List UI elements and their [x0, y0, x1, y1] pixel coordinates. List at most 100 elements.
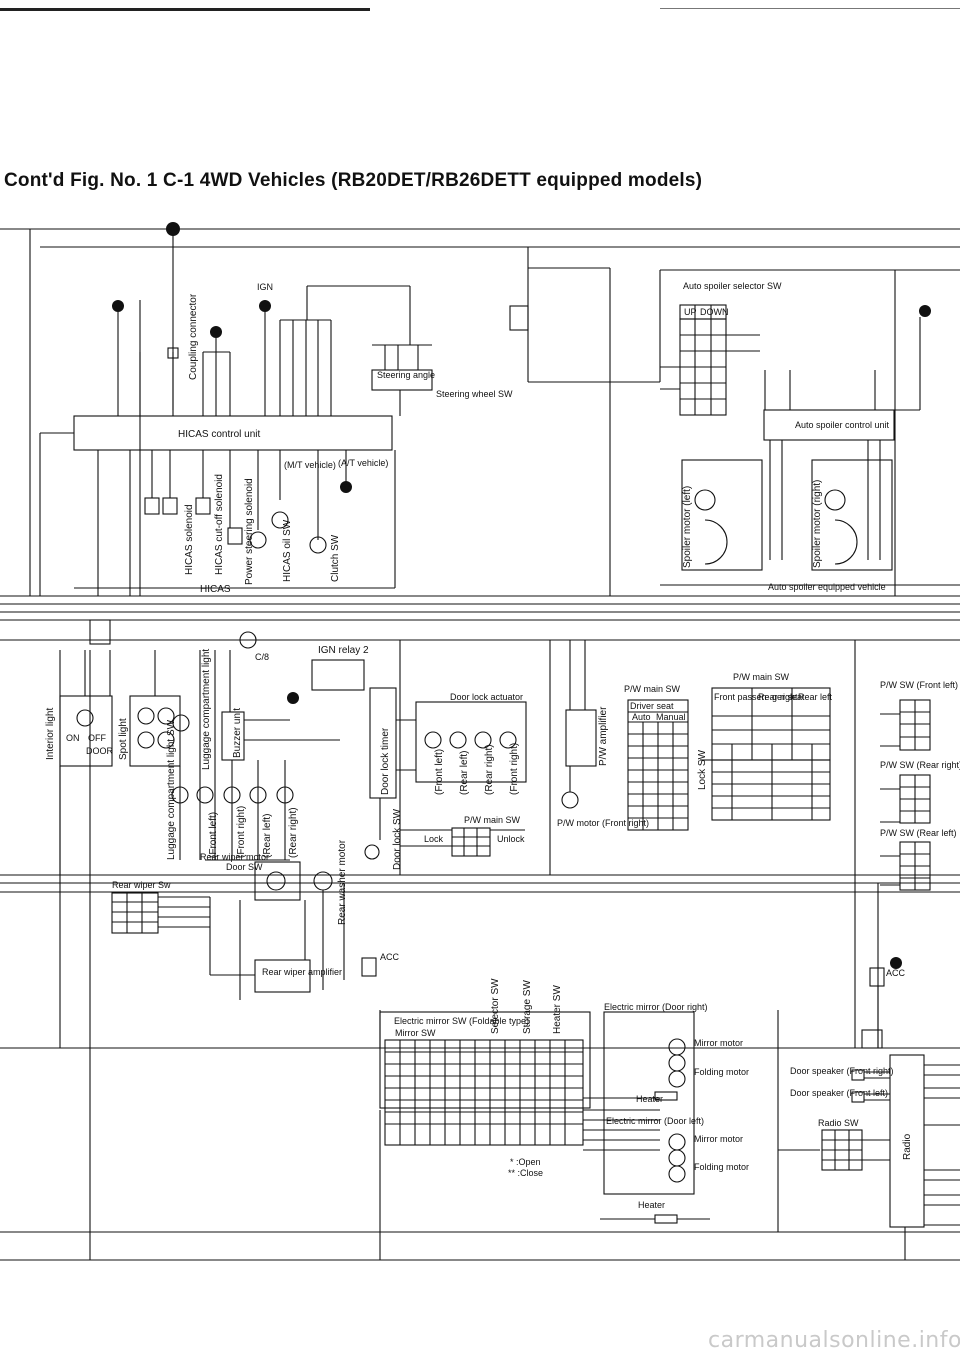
clutch-sw-symbol: [309, 536, 327, 554]
top-rule-right: [660, 8, 960, 9]
hicas-label: HICAS: [200, 584, 231, 595]
ign-relay-connector: [89, 619, 111, 645]
rear-wiper-amplifier-label: Rear wiper amplifier: [262, 967, 342, 977]
hicas-solenoid-label: HICAS solenoid: [184, 504, 195, 575]
spoiler-down-label: DOWN: [700, 307, 729, 317]
door-speaker-front-left-symbol: [851, 1091, 865, 1103]
actuator-rear-right-label: (Rear right): [484, 744, 495, 795]
steering-wheel-sw-label: Steering wheel SW: [436, 389, 513, 399]
acc-relay-connector: [361, 957, 377, 977]
power-steering-solenoid-label: Power steering solenoid: [244, 478, 255, 585]
selector-sw-label: Selector SW: [490, 978, 501, 1034]
driver-seat-label: Driver seat: [630, 701, 674, 711]
close-legend: ** :Close: [508, 1168, 543, 1178]
ign-relay-small: [509, 305, 529, 331]
steering-angle-box: [371, 369, 433, 391]
actuator-front-left: [424, 731, 442, 749]
manual-label: Manual: [656, 712, 686, 722]
connector-57-label: 57: [341, 482, 351, 492]
electric-mirror-sw-frame: [379, 1011, 591, 1109]
rear-wiper-motor-label: Rear wiper motor: [200, 852, 269, 862]
hicas-cutoff-solenoid-symbol: [195, 497, 211, 515]
pw-sw-rear-right-label: P/W SW (Rear right): [880, 760, 960, 770]
luggage-compartment-light-label: Luggage compartment light: [201, 649, 212, 770]
at-vehicle-label: (A/T vehicle): [338, 458, 388, 468]
connector-markers: [112, 222, 931, 969]
interior-off-label: OFF: [88, 733, 106, 743]
heater-left-label: Heater: [638, 1200, 665, 1210]
hicas-cutoff-solenoid-label: HICAS cut-off solenoid: [214, 474, 225, 575]
door-lock-actuator-frame: [415, 701, 527, 783]
luggage-light-sw-symbol: [171, 786, 189, 804]
interior-on-label: ON: [66, 733, 80, 743]
spoiler-motor-right-symbol: [824, 489, 846, 511]
acc-left-label: ACC: [380, 952, 400, 962]
c8-label: C/8: [255, 652, 269, 662]
actuator-rear-right: [474, 731, 492, 749]
coupling-connector-label: Coupling connector: [188, 293, 199, 380]
electric-mirror-sw-label: Electric mirror SW (Foldable type): [394, 1016, 529, 1026]
ign-relay-2-box: [311, 659, 365, 691]
actuator-front-left-label: (Front left): [434, 749, 445, 795]
spoiler-up-label: UP: [684, 307, 697, 317]
electric-mirror-door-left-label: Electric mirror (Door left): [606, 1116, 704, 1126]
hicas-control-unit-label: HICAS control unit: [178, 429, 260, 440]
pw-main-sw-big-label: P/W main SW: [733, 672, 790, 682]
buzzer-unit-box: [221, 711, 245, 761]
open-legend: * :Open: [510, 1157, 541, 1167]
hicas-section: [39, 285, 433, 596]
spot-light-bulb-1: [137, 707, 155, 725]
auto-label: Auto: [632, 712, 651, 722]
spot-light-label: Spot light: [118, 718, 129, 760]
door-sw-rear-left-label: (Rear left): [262, 814, 273, 858]
speaker-connector-top: [861, 1029, 883, 1049]
electric-mirror-frame: [603, 1011, 695, 1195]
rear-wiper-amplifier-box: [254, 959, 311, 993]
interior-light-box: [59, 695, 113, 767]
connector-37-marker: [919, 305, 931, 317]
trunk-lines: [29, 229, 960, 1048]
heater-right-label: Heater: [636, 1094, 663, 1104]
rear-wiper-section: [111, 861, 377, 1000]
pw-main-sw-driver-label: P/W main SW: [624, 684, 681, 694]
mirror-motor-left-2: [668, 1165, 686, 1183]
mirror-motor-right: [668, 1038, 686, 1056]
door-sw-rear-right-label: (Rear right): [288, 807, 299, 858]
hicas-oil-sw-symbol: [249, 531, 267, 549]
radio-section: [778, 967, 960, 1260]
c8-fuse-symbol: [239, 631, 257, 649]
pw-main-sw-matrix: [711, 759, 831, 821]
spoiler-motor-left-label: Spoiler motor (left): [682, 486, 693, 568]
watermark: carmanualsonline.info: [708, 1328, 960, 1353]
steering-angle-label: Steering angle: [377, 370, 435, 380]
door-lock-section: [364, 687, 527, 860]
hicas-oil-sw-2-symbol: [271, 511, 289, 529]
mirror-sw-label: Mirror SW: [395, 1028, 436, 1038]
mirror-motor-left-label: Mirror motor: [694, 1134, 743, 1144]
hicas-solenoid-1: [144, 497, 160, 515]
door-sw-front-right-label: (Front right): [236, 806, 247, 858]
connector-3-label: 3: [290, 693, 295, 703]
spoiler-motor-right-frame: [811, 459, 893, 571]
interior-light-bulb: [76, 709, 94, 727]
storage-sw-label: Storage SW: [522, 980, 533, 1034]
spot-light-bulb-2: [157, 707, 175, 725]
lock-sw-label: Lock SW: [697, 749, 708, 790]
power-steering-solenoid-symbol: [227, 527, 243, 545]
heater-sw-label: Heater SW: [552, 985, 563, 1034]
hicas-oil-sw-label: HICAS oil SW: [282, 519, 293, 582]
buzzer-unit-label: Buzzer unit: [232, 708, 243, 758]
front-passenger-seat-label: Front passen- ger seat: [714, 692, 805, 702]
rear-wiper-motor-box: [254, 861, 301, 901]
pw-amplifier-box: [565, 709, 597, 767]
top-rule: [0, 8, 370, 11]
hicas-solenoid-2: [162, 497, 178, 515]
spot-light-bulb-4: [157, 731, 175, 749]
bus-lines: [0, 228, 960, 1049]
radio-label: Radio: [902, 1133, 913, 1160]
connector-10-marker: [166, 222, 180, 236]
actuator-front-right-label: (Front right): [509, 743, 520, 795]
auto-spoiler-control-unit-box: [763, 409, 895, 441]
spot-light-bulb-3: [137, 731, 155, 749]
